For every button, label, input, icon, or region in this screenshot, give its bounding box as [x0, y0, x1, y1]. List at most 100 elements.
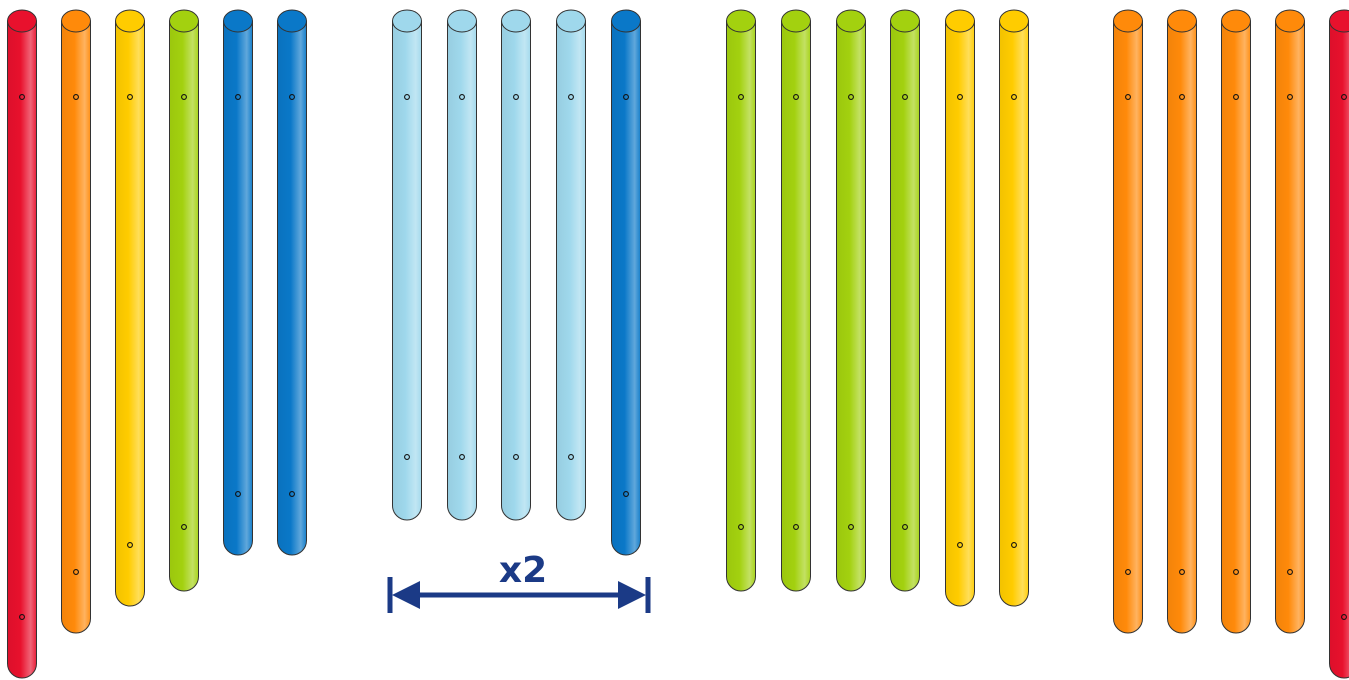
rod-top-cap	[726, 9, 756, 33]
rod-top-cap	[1275, 9, 1305, 33]
rod-top-hole	[235, 94, 241, 100]
rod-body	[115, 20, 145, 607]
rod-top-cap	[447, 9, 477, 33]
rod-lightblue	[556, 9, 586, 521]
rod-bottom-hole	[127, 542, 133, 548]
rod-bottom-hole	[459, 454, 465, 460]
dimension-left-arrow	[392, 581, 420, 609]
rod-top-cap	[223, 9, 253, 33]
rod-top-hole	[404, 94, 410, 100]
rod-top-hole	[738, 94, 744, 100]
rod-body	[836, 20, 866, 592]
rod-bottom-hole	[568, 454, 574, 460]
dimension-label: x2	[499, 550, 547, 591]
rod-top-hole	[1179, 94, 1185, 100]
rod-top-cap	[1221, 9, 1251, 33]
rod-top-cap	[115, 9, 145, 33]
rod-bottom-hole	[235, 491, 241, 497]
rod-top-cap	[556, 9, 586, 33]
rod-group-1	[7, 9, 307, 679]
rod-yellow	[115, 9, 145, 607]
rod-top-hole	[1125, 94, 1131, 100]
rod-top-hole	[623, 94, 629, 100]
rod-top-hole	[1287, 94, 1293, 100]
rod-body	[556, 20, 586, 521]
rod-red	[7, 9, 37, 679]
rod-body	[1329, 20, 1349, 679]
rod-top-cap	[1329, 9, 1349, 33]
rod-body	[1167, 20, 1197, 634]
rod-lightblue	[392, 9, 422, 521]
rod-top-hole	[127, 94, 133, 100]
rod-orange	[1275, 9, 1305, 634]
rod-bottom-hole	[1287, 569, 1293, 575]
rod-body	[447, 20, 477, 521]
rod-lightblue	[447, 9, 477, 521]
rod-orange	[61, 9, 91, 634]
rod-top-cap	[392, 9, 422, 33]
rod-yellow	[945, 9, 975, 607]
rod-orange	[1113, 9, 1143, 634]
rod-bottom-hole	[902, 524, 908, 530]
rod-body	[1275, 20, 1305, 634]
rod-red	[1329, 9, 1349, 679]
rod-body	[611, 20, 641, 556]
rod-top-cap	[781, 9, 811, 33]
rod-body	[1221, 20, 1251, 634]
rod-bottom-hole	[738, 524, 744, 530]
rod-top-cap	[61, 9, 91, 33]
rod-body	[277, 20, 307, 556]
rod-bottom-hole	[1341, 614, 1347, 620]
rod-bottom-hole	[404, 454, 410, 460]
rod-top-hole	[19, 94, 25, 100]
rod-bottom-hole	[1125, 569, 1131, 575]
rod-body	[61, 20, 91, 634]
rod-top-cap	[945, 9, 975, 33]
rod-body	[781, 20, 811, 592]
rod-blue	[611, 9, 641, 556]
rod-top-cap	[836, 9, 866, 33]
rod-bottom-hole	[181, 524, 187, 530]
rod-group-4	[1113, 9, 1349, 679]
rod-orange	[1221, 9, 1251, 634]
rod-blue	[277, 9, 307, 556]
rod-bottom-hole	[793, 524, 799, 530]
rod-top-cap	[611, 9, 641, 33]
rod-top-hole	[513, 94, 519, 100]
rod-top-hole	[793, 94, 799, 100]
rod-body	[501, 20, 531, 521]
rod-top-hole	[459, 94, 465, 100]
rod-body	[1113, 20, 1143, 634]
rod-top-cap	[169, 9, 199, 33]
rod-orange	[1167, 9, 1197, 634]
rod-body	[726, 20, 756, 592]
rod-green	[781, 9, 811, 592]
rod-green	[836, 9, 866, 592]
rod-top-hole	[848, 94, 854, 100]
rod-top-cap	[1113, 9, 1143, 33]
rod-bottom-hole	[623, 491, 629, 497]
rod-body	[169, 20, 199, 592]
rod-top-cap	[1167, 9, 1197, 33]
rod-green	[169, 9, 199, 592]
rod-bottom-hole	[1233, 569, 1239, 575]
rod-top-hole	[289, 94, 295, 100]
rod-top-hole	[1011, 94, 1017, 100]
rods-layer	[7, 9, 1349, 679]
rod-body	[945, 20, 975, 607]
rod-blue	[223, 9, 253, 556]
rod-top-hole	[957, 94, 963, 100]
rod-body	[223, 20, 253, 556]
rod-bottom-hole	[513, 454, 519, 460]
rod-group-3	[726, 9, 1029, 607]
rod-green	[890, 9, 920, 592]
rod-green	[726, 9, 756, 592]
rod-bottom-hole	[1179, 569, 1185, 575]
rod-top-hole	[902, 94, 908, 100]
rod-top-cap	[277, 9, 307, 33]
rod-top-hole	[568, 94, 574, 100]
rod-bottom-hole	[848, 524, 854, 530]
rod-bottom-hole	[19, 614, 25, 620]
